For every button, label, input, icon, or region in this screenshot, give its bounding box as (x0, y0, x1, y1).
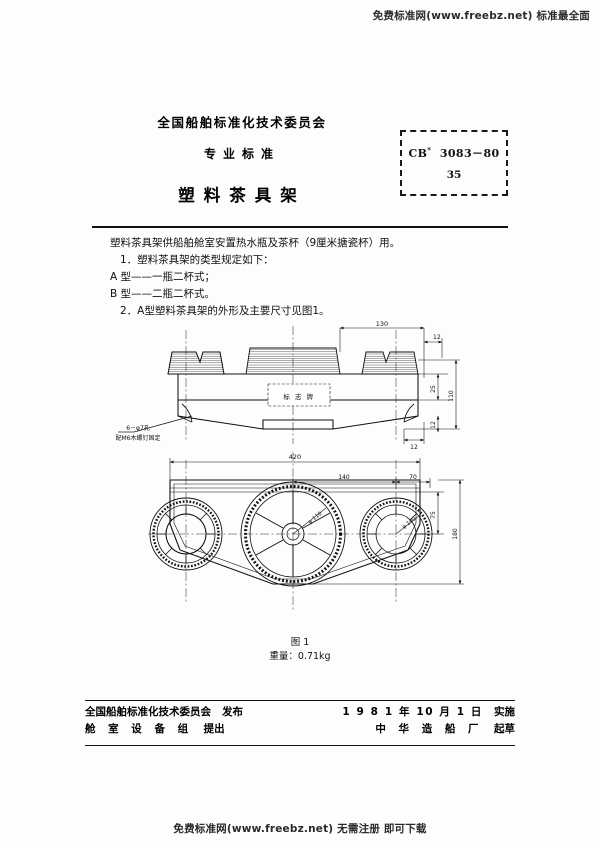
footer-right: 1 9 8 1 年 10 月 1 日 实施 中 华 造 船 厂 起草 (342, 704, 515, 738)
header-divider-rule (92, 226, 508, 228)
elevation-cup-seat-left (167, 351, 225, 375)
footer-effective-action: 实施 (494, 706, 515, 718)
committee-name: 全国船舶标准化技术委员会 (157, 115, 327, 130)
paragraph-intro: 塑料茶具架供船舶舱室安置热水瓶及茶杯（9厘米搪瓷杯）用。 (110, 237, 401, 249)
dim-plan-right-inner (420, 491, 444, 535)
figure-caption-weight: 重量：0.71kg (269, 651, 331, 662)
standard-type: 专业标准 (203, 147, 280, 161)
standard-code: CB* 3083－80 (408, 145, 499, 161)
dim-top-width (339, 326, 425, 378)
elevation-feet (177, 403, 419, 423)
dim-label-plan-edge-offset: 70 (409, 474, 417, 481)
dim-plan-overall (169, 458, 421, 482)
nameplate-box (267, 383, 331, 407)
dim-label-plan-right-inner: 75 (430, 511, 437, 519)
elevation-bottle-seat (245, 347, 341, 375)
hole-note-line-1: 6－φ7孔 (126, 424, 150, 432)
paragraph-item-2: 2．A型塑料茶具架的外形及主要尺寸见图1。 (120, 305, 330, 317)
nameplate-label: 标 志 牌 (283, 392, 314, 401)
dim-label-right-upper: 25 (430, 385, 437, 393)
technical-drawing: 130 12 25 110 12 12 标 志 牌 6－φ7孔 配M6木螺钉固定… (108, 312, 498, 642)
dim-top-right-12 (423, 338, 443, 358)
figure-caption: 图 1 重量：0.71kg (0, 636, 600, 664)
footer-proposer-row: 舱 室 设 备 组 提出 (85, 721, 243, 738)
dim-label-plan-overall: 420 (289, 453, 301, 461)
drawing-canvas: 130 12 25 110 12 12 标 志 牌 6－φ7孔 配M6木螺钉固定… (116, 320, 464, 612)
body-text: 塑料茶具架供船舶舱室安置热水瓶及茶杯（9厘米搪瓷杯）用。 1．塑料茶具架的类型规… (110, 236, 510, 321)
footer-drafter-row: 中 华 造 船 厂 起草 (342, 721, 515, 738)
code-superscript: * (427, 145, 432, 155)
elevation-centerlines (185, 326, 397, 444)
dim-plan-edge-offset (395, 478, 431, 488)
paragraph-item-1: 1．塑料茶具架的类型规定如下： (120, 254, 274, 266)
footer-bottom-rule (85, 745, 515, 746)
top-watermark: 免费标准网(www.freebz.net) 标准最全面 (372, 10, 590, 22)
standard-code-box: CB* 3083－80 35 (400, 130, 508, 196)
hole-leader-line (118, 415, 193, 433)
footer-effective-date: 1 9 8 1 年 10 月 1 日 (342, 706, 484, 718)
page-title: 塑料茶具架 (178, 186, 306, 205)
dim-diameter-leaders (292, 507, 421, 535)
dim-label-bottom-right-12: 12 (410, 444, 418, 451)
dim-label-plan-right-overall: 180 (452, 528, 459, 540)
plan-cup-ring-left (149, 497, 223, 571)
dim-right-stack (404, 359, 460, 433)
dim-bottom-right-12 (403, 422, 425, 444)
footer-issuer-action: 发布 (221, 706, 243, 718)
dim-label-top-width: 130 (376, 320, 388, 328)
footer-drafter-org: 中 华 造 船 厂 (375, 723, 484, 735)
standard-page-number: 35 (446, 169, 462, 181)
elevation-cup-seat-right (361, 351, 419, 375)
footer-issuer-org: 全国船舶标准化技术委员会 (85, 706, 211, 718)
dim-label-right-total: 110 (448, 390, 455, 402)
hole-note-line-2: 配M6木螺钉固定 (116, 434, 161, 442)
document-footer: 全国船舶标准化技术委员会 发布 舱 室 设 备 组 提出 1 9 8 1 年 1… (85, 704, 515, 744)
dim-label-top-right-12: 12 (433, 334, 441, 341)
footer-effective-row: 1 9 8 1 年 10 月 1 日 实施 (342, 704, 515, 721)
footer-proposer-action: 提出 (203, 723, 225, 735)
footer-left: 全国船舶标准化技术委员会 发布 舱 室 设 备 组 提出 (85, 704, 243, 738)
plan-centerlines (148, 452, 438, 612)
plan-outline (169, 479, 421, 585)
document-header: 全国船舶标准化技术委员会 专业标准 塑料茶具架 CB* 3083－80 35 (92, 112, 508, 212)
dim-label-plan-inner-span: 140 (338, 474, 350, 481)
footer-drafter-action: 起草 (494, 723, 515, 735)
footer-proposer-org: 舱 室 设 备 组 (85, 723, 193, 735)
figure-caption-label: 图 1 (290, 637, 310, 648)
footer-top-rule (85, 700, 515, 701)
paragraph-type-b: B 型——二瓶二杯式。 (110, 288, 216, 300)
bottom-watermark: 免费标准网(www.freebz.net) 无需注册 即可下载 (173, 823, 427, 835)
dim-plan-right-overall (313, 479, 464, 585)
paragraph-type-a: A 型——一瓶二杯式； (110, 271, 216, 283)
code-number: 3083－80 (439, 147, 500, 160)
dim-label-right-lower: 12 (430, 421, 437, 429)
code-prefix: CB (408, 147, 428, 160)
footer-issuer-row: 全国船舶标准化技术委员会 发布 (85, 704, 243, 721)
header-titles: 全国船舶标准化技术委员会 专业标准 塑料茶具架 (92, 112, 392, 206)
